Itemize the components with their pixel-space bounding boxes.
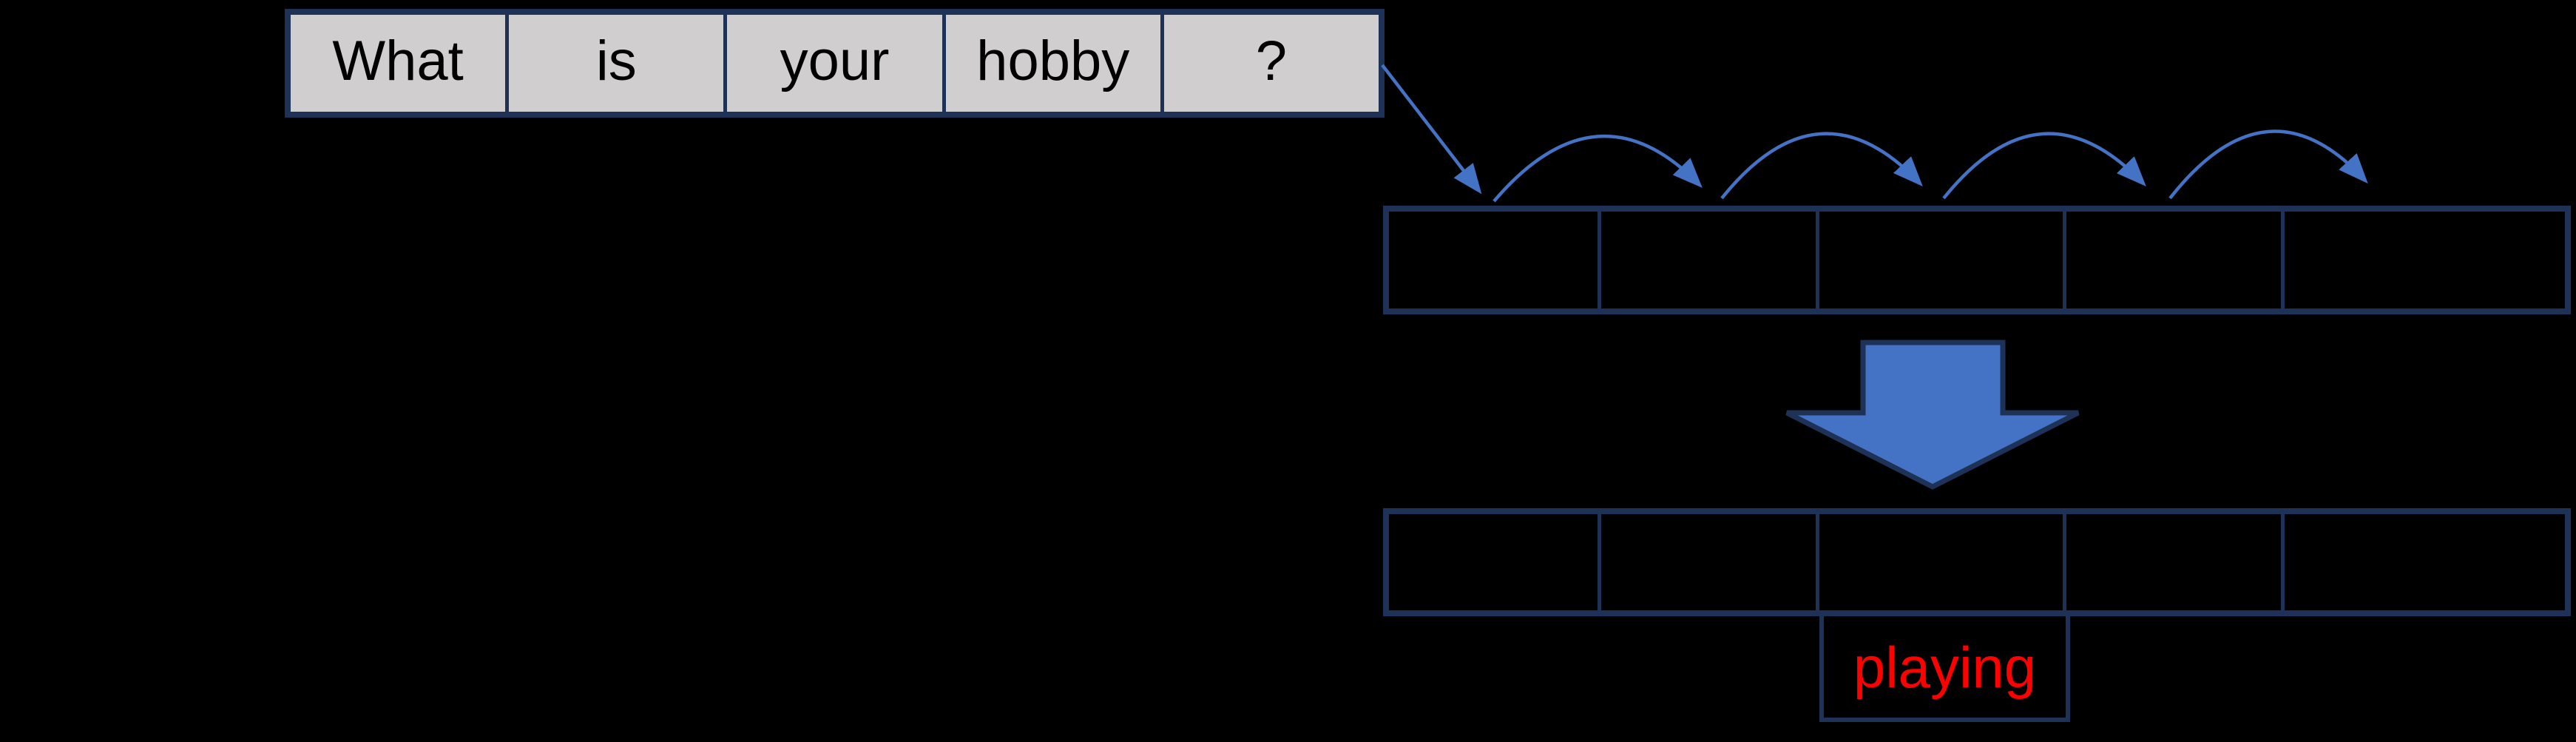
hop-arrow-3	[1942, 132, 2146, 200]
slot-cell	[1819, 212, 2066, 308]
slot-cell	[1819, 514, 2066, 610]
word-cell: What	[291, 15, 510, 112]
output-word-label: playing	[1853, 634, 2037, 700]
hop-arrow-2	[1720, 132, 1923, 200]
output-word-box: playing	[1819, 616, 2070, 722]
input-sentence-row: What is your hobby ?	[285, 9, 1385, 118]
word-label: What	[332, 29, 464, 92]
hop-arrow-1	[1492, 134, 1703, 203]
slot-cell	[1389, 212, 1601, 308]
word-label: ?	[1255, 29, 1288, 92]
slot-cell	[2285, 212, 2565, 308]
upper-slot-row	[1383, 206, 2571, 314]
slot-cell	[1601, 514, 1819, 610]
sentence-to-slots-arrow	[1381, 64, 1482, 195]
slot-cell	[2066, 212, 2285, 308]
word-cell: your	[727, 15, 946, 112]
word-label: hobby	[976, 29, 1130, 92]
word-cell: is	[509, 15, 728, 112]
lower-slot-row	[1383, 508, 2571, 616]
slot-cell	[1389, 514, 1601, 610]
word-cell: ?	[1163, 15, 1379, 112]
word-label: your	[780, 29, 890, 92]
slot-cell	[2285, 514, 2565, 610]
block-arrow-down	[1785, 340, 2080, 490]
slot-cell	[2066, 514, 2285, 610]
word-cell: hobby	[945, 15, 1164, 112]
slot-cell	[1601, 212, 1819, 308]
word-label: is	[595, 29, 637, 92]
hop-arrow-4	[2168, 129, 2368, 200]
